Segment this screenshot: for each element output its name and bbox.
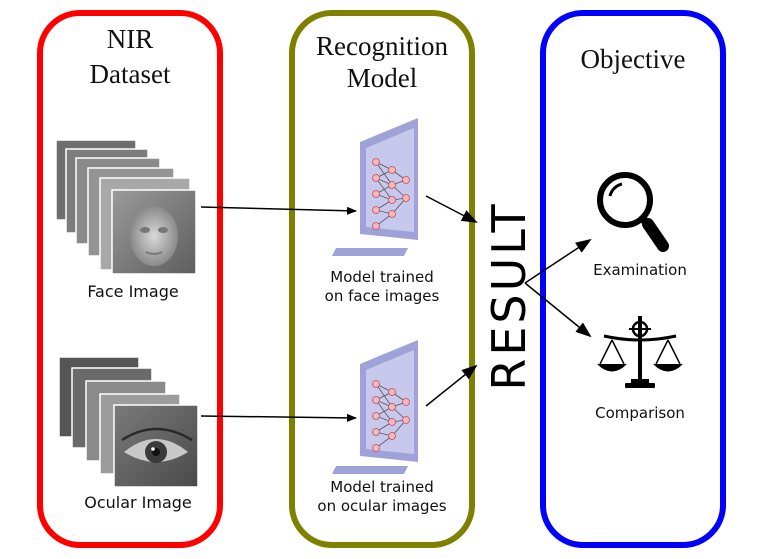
model-title-line2: Model — [347, 63, 418, 93]
objective-title: Objective — [581, 44, 686, 74]
comparison-label: Comparison — [595, 404, 685, 422]
dataset-panel-border — [37, 10, 223, 548]
model-panel-border — [289, 10, 475, 548]
magnifying-glass-icon — [597, 172, 669, 252]
dataset-title-line2: Dataset — [90, 59, 171, 89]
ocular-to-model-arrow — [200, 413, 357, 422]
face-model-to-result-arrow — [425, 195, 478, 223]
face-to-model-arrow — [200, 206, 357, 215]
face-model-neural-network-monitor-icon — [332, 118, 418, 256]
ocular-image-label: Ocular Image — [84, 493, 192, 512]
face-model-caption-line2: on face images — [325, 287, 440, 305]
dataset-title-line1: NIR — [107, 24, 154, 54]
face-model-caption-line1: Model trained — [330, 268, 433, 286]
face-image-stack-icon — [55, 139, 197, 275]
model-title-line1: Recognition — [316, 31, 448, 61]
ocular-model-caption-line1: Model trained — [330, 478, 433, 496]
ocular-model-caption-line2: on ocular images — [317, 497, 446, 515]
ocular-model-to-result-arrow — [425, 364, 478, 407]
balance-scale-icon — [597, 316, 683, 388]
ocular-image-stack-icon — [58, 356, 199, 488]
result-to-comparison-arrow — [524, 282, 592, 338]
result-to-examination-arrow — [524, 238, 592, 284]
objective-panel-border — [540, 10, 726, 548]
ocular-model-neural-network-monitor-icon — [332, 340, 418, 474]
face-image-label: Face Image — [87, 282, 178, 301]
examination-label: Examination — [593, 261, 687, 279]
result-label: RESULT — [482, 201, 536, 390]
